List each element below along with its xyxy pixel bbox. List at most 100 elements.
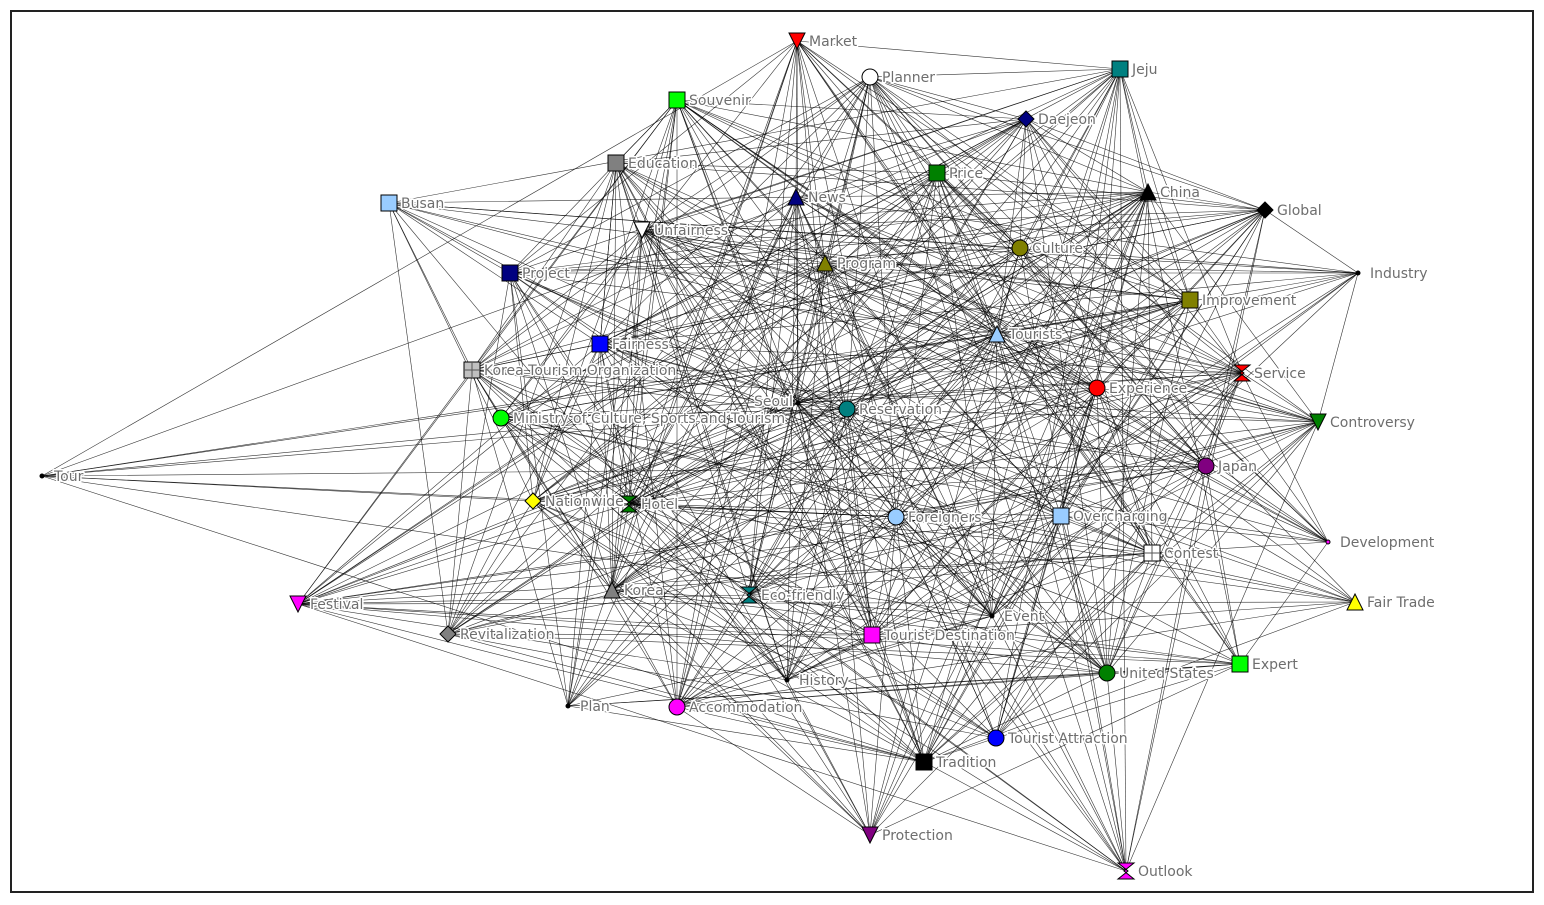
node-hotel[interactable]: Hotel bbox=[619, 495, 680, 515]
node-price[interactable]: Price bbox=[928, 164, 985, 184]
edge-experience-expert bbox=[1096, 387, 1241, 665]
edge-price-unitedstates bbox=[936, 172, 1108, 674]
node-development[interactable]: Development bbox=[1325, 534, 1436, 553]
node-market[interactable]: Market bbox=[788, 32, 859, 52]
edge-festival-outlook bbox=[297, 603, 1127, 872]
node-tradition[interactable]: Tradition bbox=[915, 753, 998, 773]
edge-unfairness-outlook bbox=[641, 229, 1127, 872]
node-daejeon[interactable]: Daejeon bbox=[1017, 110, 1097, 130]
edge-accommodation-tradition bbox=[676, 706, 925, 763]
edge-reservation-event bbox=[846, 408, 993, 617]
node-history[interactable]: History bbox=[784, 672, 850, 691]
node-tourists[interactable]: Tourists bbox=[988, 324, 1064, 345]
edge-nationwide-ecofriendly bbox=[532, 500, 750, 596]
node-mcst[interactable]: Ministry of Culture, Sports and Tourism bbox=[492, 409, 787, 429]
node-news[interactable]: News bbox=[787, 187, 847, 208]
edge-tourists-event bbox=[991, 333, 998, 617]
node-fairness[interactable]: Fairness bbox=[591, 335, 670, 355]
node-program-label: Program bbox=[837, 256, 896, 272]
edge-souvenir-unfairness bbox=[641, 99, 678, 231]
node-culture[interactable]: Culture bbox=[1011, 239, 1084, 259]
node-education[interactable]: Education bbox=[607, 154, 699, 174]
edge-unitedstates-tradition bbox=[923, 672, 1108, 763]
edge-reservation-controversy bbox=[846, 408, 1319, 423]
node-planner[interactable]: Planner bbox=[861, 68, 937, 88]
node-plan[interactable]: Plan bbox=[565, 698, 611, 717]
edge-seoul-unitedstates bbox=[797, 402, 1108, 674]
node-korea[interactable]: Korea bbox=[603, 580, 665, 601]
node-expert[interactable]: Expert bbox=[1231, 655, 1300, 675]
edge-planner-development bbox=[869, 76, 1329, 543]
node-program[interactable]: Program bbox=[816, 253, 898, 274]
node-festival-label: Festival bbox=[310, 597, 363, 613]
node-nationwide[interactable]: Nationwide bbox=[524, 492, 625, 512]
node-event[interactable]: Event bbox=[989, 608, 1046, 627]
edge-tourists-japan bbox=[996, 333, 1207, 467]
node-global[interactable]: Global bbox=[1256, 201, 1323, 221]
node-foreigners[interactable]: Foreigners bbox=[887, 508, 983, 528]
node-tour[interactable]: Tour bbox=[39, 468, 85, 487]
edge-mcst-contest bbox=[500, 417, 1153, 554]
node-accommodation[interactable]: Accommodation bbox=[668, 698, 804, 718]
node-outlook[interactable]: Outlook bbox=[1116, 862, 1195, 882]
edge-japan-event bbox=[991, 465, 1207, 617]
edge-project-nationwide bbox=[509, 272, 534, 502]
node-contest[interactable]: Contest bbox=[1143, 544, 1220, 564]
edge-korea-revitalization bbox=[447, 589, 613, 635]
node-reservation[interactable]: Reservation bbox=[838, 400, 944, 420]
node-overcharging[interactable]: Overcharging bbox=[1052, 507, 1169, 527]
node-destination[interactable]: Tourist Destination bbox=[863, 626, 1016, 646]
node-busan[interactable]: Busan bbox=[380, 194, 446, 214]
node-market-label: Market bbox=[809, 34, 858, 50]
node-japan[interactable]: Japan bbox=[1197, 457, 1259, 477]
edge-development-contest bbox=[1151, 541, 1329, 554]
node-fairtrade[interactable]: Fair Trade bbox=[1346, 592, 1436, 613]
edge-planner-price bbox=[869, 76, 938, 174]
node-attraction[interactable]: Tourist Attraction bbox=[987, 729, 1129, 749]
edge-souvenir-reservation bbox=[676, 99, 848, 410]
node-experience[interactable]: Experience bbox=[1088, 379, 1189, 399]
edge-planner-hotel bbox=[628, 76, 871, 505]
node-kto[interactable]: Korea Tourism Organization bbox=[463, 361, 678, 381]
node-history-marker bbox=[784, 677, 790, 683]
edge-contest-unitedstates bbox=[1106, 552, 1153, 674]
edge-reservation-mcst bbox=[500, 408, 848, 419]
node-overcharging-marker bbox=[1052, 507, 1070, 525]
edge-overcharging-accommodation bbox=[676, 515, 1062, 708]
edge-hotel-contest bbox=[628, 503, 1153, 554]
edge-china-attraction bbox=[995, 191, 1149, 739]
node-industry[interactable]: Industry bbox=[1355, 265, 1429, 284]
edge-busan-controversy bbox=[388, 202, 1319, 423]
node-unfairness[interactable]: Unfairness bbox=[633, 221, 730, 241]
edge-mcst-development bbox=[500, 417, 1329, 543]
node-ecofriendly[interactable]: Eco-friendly bbox=[739, 586, 846, 606]
edge-festival-unitedstates bbox=[297, 603, 1108, 674]
node-seoul[interactable]: Seoul bbox=[753, 393, 801, 412]
node-unitedstates[interactable]: United States bbox=[1098, 664, 1215, 684]
node-revitalization[interactable]: Revitalization bbox=[439, 625, 556, 645]
node-souvenir[interactable]: Souvenir bbox=[668, 91, 752, 111]
node-project[interactable]: Project bbox=[501, 264, 572, 284]
edge-hotel-foreigners bbox=[628, 503, 897, 518]
edge-tourists-contest bbox=[996, 333, 1153, 554]
node-festival[interactable]: Festival bbox=[289, 595, 365, 615]
edge-kto-festival bbox=[297, 369, 473, 605]
edge-daejeon-price bbox=[936, 118, 1027, 174]
edge-souvenir-tourists bbox=[676, 99, 998, 335]
node-jeju[interactable]: Jeju bbox=[1111, 60, 1159, 80]
node-protection[interactable]: Protection bbox=[861, 826, 954, 846]
node-controversy[interactable]: Controversy bbox=[1309, 413, 1416, 433]
node-china[interactable]: China bbox=[1139, 182, 1202, 203]
edge-china-project bbox=[509, 191, 1149, 274]
node-improvement[interactable]: Improvement bbox=[1181, 291, 1298, 311]
node-plan-label: Plan bbox=[580, 699, 610, 715]
edge-tourists-experience bbox=[996, 333, 1098, 389]
edge-seoul-ecofriendly bbox=[748, 402, 799, 596]
edge-ecofriendly-tradition bbox=[748, 594, 925, 763]
node-service[interactable]: Service bbox=[1232, 364, 1307, 384]
edge-tour-event bbox=[41, 475, 993, 617]
edge-jeju-nationwide bbox=[532, 68, 1121, 502]
edge-tourists-overcharging bbox=[996, 333, 1062, 517]
edge-education-price bbox=[615, 162, 938, 174]
edge-busan-industry bbox=[388, 202, 1359, 274]
